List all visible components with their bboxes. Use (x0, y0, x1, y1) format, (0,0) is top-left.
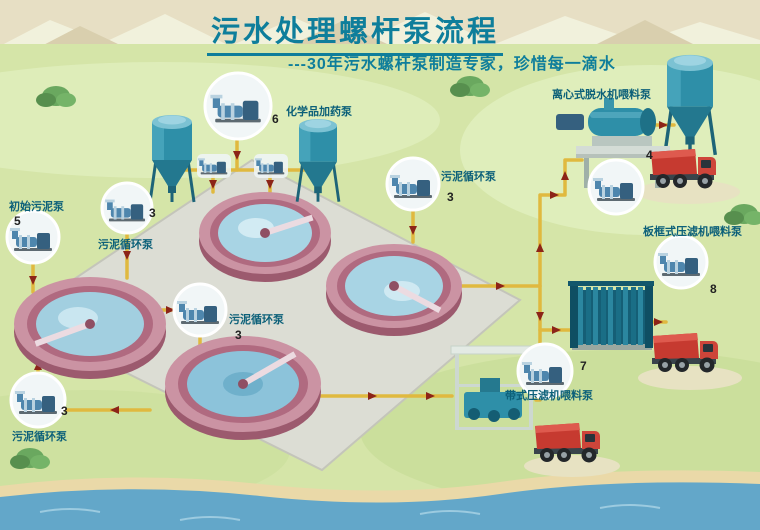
clarifier-tank-3 (14, 277, 166, 379)
page-subtitle: ---30年污水螺杆泵制造专家，珍惜每一滴水 (288, 56, 616, 73)
mountains-near (30, 20, 705, 52)
num-sludge-circulation-pump-1: 3 (149, 206, 156, 220)
clarifier-tank-2 (326, 244, 462, 336)
callout-sludge-circulation-pump-2 (385, 156, 441, 212)
callout-initial-sludge-pump (5, 209, 61, 265)
label-plate-frame-filter-press-feed-pump: 板框式压滤机喂料泵 (643, 226, 742, 238)
road-pads (524, 180, 742, 477)
label-chemical-dosing-pump: 化学品加药泵 (286, 106, 352, 118)
mountains-far (0, 0, 760, 46)
callout-plate-frame-filter-press-feed-pump (653, 234, 709, 290)
num-sludge-circulation-pump-2: 3 (447, 190, 454, 204)
callout-chemical-dosing-pump (203, 71, 273, 141)
label-sludge-circulation-pump-4: 污泥循环泵 (12, 431, 67, 443)
callout-centrifugal-dewatering-feed-pump (587, 158, 645, 216)
inline-pumps (197, 154, 288, 178)
label-sludge-circulation-pump-3: 污泥循环泵 (229, 314, 284, 326)
clarifier-tank-4 (165, 336, 321, 440)
num-belt-filter-press-feed-pump: 7 (580, 359, 587, 373)
num-sludge-circulation-pump-3: 3 (235, 328, 242, 342)
num-initial-sludge-pump: 5 (14, 214, 21, 228)
num-chemical-dosing-pump: 6 (272, 112, 279, 126)
water-waves (39, 504, 661, 521)
callout-sludge-circulation-pump-1 (100, 181, 154, 235)
label-initial-sludge-pump: 初始污泥泵 (9, 201, 64, 213)
plate-frame-filter-press (568, 281, 654, 350)
callout-sludge-circulation-pump-3 (172, 282, 228, 338)
label-sludge-circulation-pump-1: 污泥循环泵 (98, 239, 153, 251)
num-plate-frame-filter-press-feed-pump: 8 (710, 282, 717, 296)
page-title: 污水处理螺杆泵流程 (207, 8, 504, 56)
label-centrifugal-dewatering-feed-pump: 离心式脱水机喂料泵 (552, 89, 651, 101)
label-belt-filter-press-feed-pump: 带式压滤机喂料泵 (505, 390, 593, 402)
num-sludge-circulation-pump-4: 3 (61, 404, 68, 418)
callout-sludge-circulation-pump-4 (9, 371, 67, 429)
num-centrifugal-dewatering-feed-pump: 4 (646, 148, 653, 162)
label-sludge-circulation-pump-2: 污泥循环泵 (441, 171, 496, 183)
callout-belt-filter-press-feed-pump (516, 342, 574, 400)
clarifier-tank-1 (199, 192, 331, 282)
